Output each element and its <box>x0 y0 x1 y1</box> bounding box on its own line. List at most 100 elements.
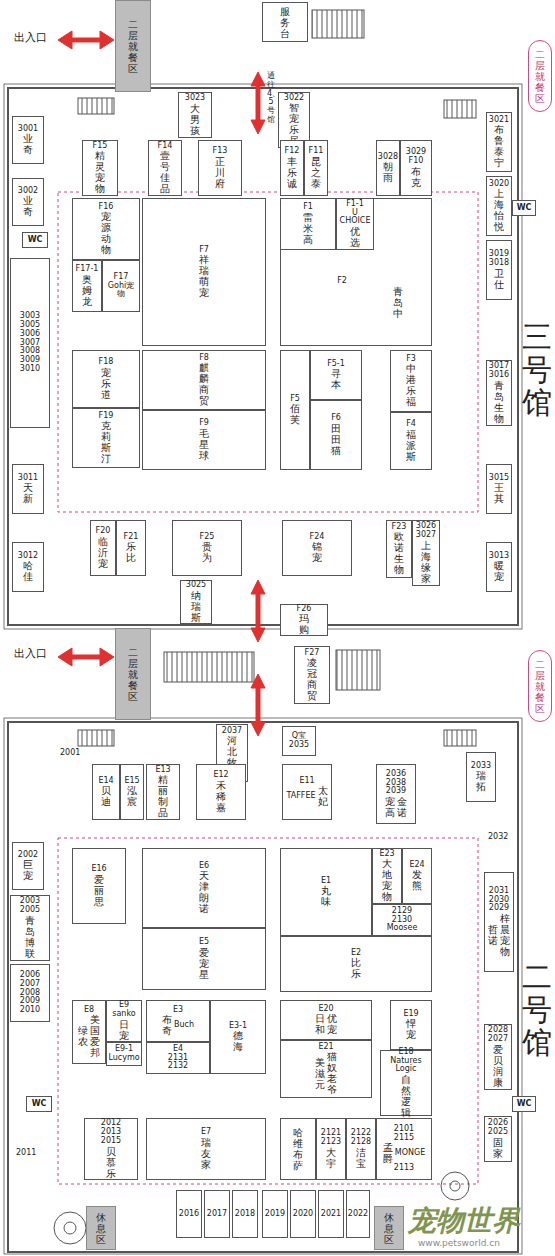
booth-text: 雷米高 <box>303 212 313 245</box>
booth-text: 2019 <box>264 1210 286 1219</box>
booth-text: 3007 <box>12 339 48 348</box>
booth-text: E19 <box>392 1010 430 1019</box>
booth-text: 二层就餐区 <box>535 659 545 714</box>
booth-text: F17 <box>104 273 138 282</box>
booth-box: 21212123大宇 <box>316 1118 346 1180</box>
booth-box: 2019 <box>262 1190 288 1238</box>
booth-text: 比乐 <box>351 957 361 979</box>
booth-box: 2020 <box>290 1190 316 1238</box>
booth-text: Lucymo <box>108 1054 139 1063</box>
booth-box: 3029F10布克 <box>400 140 432 196</box>
booth-text: 精丽制品 <box>158 774 168 818</box>
booth-text: F7 <box>144 246 264 255</box>
booth-box: 20282027爱贝润康 <box>484 1024 512 1090</box>
booth-box: 2021 <box>318 1190 344 1238</box>
booth-text: F10 <box>402 157 430 166</box>
booth-text: F15 <box>84 142 116 151</box>
booth-text: 2016 <box>178 1210 200 1219</box>
booth-text: 2123 <box>318 1138 344 1147</box>
booth-text: E3 <box>148 1006 208 1015</box>
booth-box: F17Gohi宠物 <box>102 260 140 312</box>
booth-text: 2030 <box>486 896 512 905</box>
booth-text: F6 <box>312 414 360 423</box>
booth-text: 3029 <box>402 148 430 157</box>
zone-outline <box>58 838 478 1184</box>
booth-box: E14贝迪 <box>92 764 120 820</box>
booth-box: E5爱宠星 <box>142 928 266 990</box>
booth-text: 爱贝润康 <box>493 1044 503 1088</box>
booth-text: 丰乐诚 <box>287 156 297 189</box>
booth-text: 2027 <box>486 1035 510 1044</box>
booth-text: 3023 <box>180 94 210 103</box>
booth-text: 哈维布萨 <box>293 1127 303 1171</box>
booth-text: 布奇 <box>162 1014 172 1036</box>
booth-box: 2033瑞拓 <box>466 752 496 802</box>
booth-box: 2016 <box>176 1190 202 1238</box>
booth-box: F27凌冠商贸 <box>294 646 330 704</box>
booth-text: 王其 <box>494 482 504 504</box>
map-label: 二号馆 <box>522 960 552 1059</box>
booth-text: E9 <box>108 1001 140 1010</box>
booth-text: E4 <box>148 1045 208 1054</box>
booth-text: 悍宠 <box>406 1018 416 1040</box>
booth-text: 爱宠星 <box>199 947 209 980</box>
booth-text: 2113 <box>378 1164 430 1173</box>
booth-text: 3027 <box>414 531 438 540</box>
exit-arrow <box>58 31 114 49</box>
booth-text: 二层就餐区 <box>535 49 545 104</box>
booth-box: F8麒麟商贸 <box>142 350 266 410</box>
stairs <box>444 100 476 118</box>
booth-box: 2002巨宠 <box>12 842 44 890</box>
booth-box: E24发熊 <box>402 848 432 904</box>
booth-text: 毛星球 <box>199 428 209 461</box>
booth-text: WC <box>28 236 43 245</box>
booth-box: F21乐比 <box>116 520 146 576</box>
booth-text: 梓晨宠物 <box>500 913 510 957</box>
booth-box: 203120302029哲诺梓晨宠物 <box>484 872 514 972</box>
booth-text: 3011 <box>14 474 42 483</box>
booth-text: 2033 <box>468 762 494 771</box>
watermark: 宠物世界 <box>408 1202 520 1240</box>
booth-text: 2035 <box>284 741 314 750</box>
booth-text: 3006 <box>12 330 48 339</box>
booth-text: F12 <box>282 147 302 156</box>
booth-text: 2038 <box>378 779 414 788</box>
map-label: 三号馆 <box>522 320 552 419</box>
booth-text: F24 <box>284 533 350 542</box>
booth-box: WC <box>512 1096 536 1112</box>
booth-box: 3011天新 <box>12 464 44 514</box>
booth-box: 3002业奇 <box>12 178 44 226</box>
booth-text: 2002 <box>14 851 42 860</box>
booth-text: 2017 <box>206 1210 228 1219</box>
booth-text: 2122 <box>348 1129 374 1138</box>
booth-text: 2132 <box>148 1062 208 1071</box>
booth-text: E24 <box>404 861 430 870</box>
booth-text: E21 <box>282 1043 370 1052</box>
booth-text: F16 <box>74 203 138 212</box>
booth-box: E6天津朗诺 <box>142 848 266 928</box>
booth-text: 3010 <box>12 365 48 374</box>
booth-box: Q宝2035 <box>282 726 316 756</box>
booth-text: F21 <box>118 533 144 542</box>
booth-text: E15 <box>122 777 142 786</box>
booth-text: F14 <box>150 142 180 151</box>
booth-text: 寻本 <box>331 368 341 390</box>
booth-text: 天新 <box>23 482 33 504</box>
hall-wall <box>4 84 522 629</box>
booth-box: E16爱丽思 <box>72 848 126 924</box>
booth-text: 上海缘家 <box>421 540 431 584</box>
booth-text: 2015 <box>86 1137 136 1146</box>
zone-outline <box>58 192 478 512</box>
booth-text: 宠源动物 <box>101 211 111 255</box>
booth-text: 3018 <box>488 259 510 268</box>
booth-box: 3025纳瑞斯 <box>180 580 212 624</box>
booth-text: 2013 <box>86 1128 136 1137</box>
booth-text: 2121 <box>318 1129 344 1138</box>
booth-text: 祥瑞萌宠 <box>199 254 209 298</box>
booth-text: E3-1 <box>212 1022 264 1031</box>
booth-text: 2128 <box>348 1138 374 1147</box>
booth-text: 3019 <box>488 250 510 259</box>
booth-text: F5-1 <box>312 360 360 369</box>
booth-text: 3005 <box>12 321 48 330</box>
hall-wall <box>4 718 522 1254</box>
